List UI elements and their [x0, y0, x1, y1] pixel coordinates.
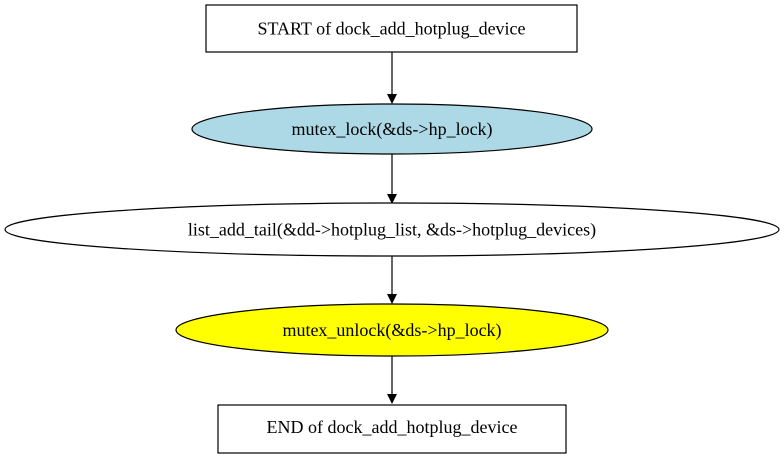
end-node-label: END of dock_add_hotplug_device: [267, 417, 518, 437]
end-node: END of dock_add_hotplug_device: [217, 404, 567, 454]
lock-node-label: mutex_lock(&ds->hp_lock): [291, 119, 492, 140]
unlock-node-ellipse: [175, 303, 609, 357]
start-node-label: START of dock_add_hotplug_device: [257, 19, 525, 39]
start-node: START of dock_add_hotplug_device: [205, 4, 578, 53]
unlock-node: mutex_unlock(&ds->hp_lock): [175, 303, 609, 357]
lock-node: mutex_lock(&ds->hp_lock): [191, 103, 593, 155]
end-node-box: [217, 404, 567, 454]
list-add-node-ellipse: [4, 202, 780, 257]
unlock-node-label: mutex_unlock(&ds->hp_lock): [282, 320, 501, 341]
list-add-node: list_add_tail(&dd->hotplug_list, &ds->ho…: [4, 202, 780, 257]
lock-node-ellipse: [191, 103, 593, 155]
start-node-box: [205, 4, 578, 53]
list-add-node-label: list_add_tail(&dd->hotplug_list, &ds->ho…: [188, 220, 596, 241]
